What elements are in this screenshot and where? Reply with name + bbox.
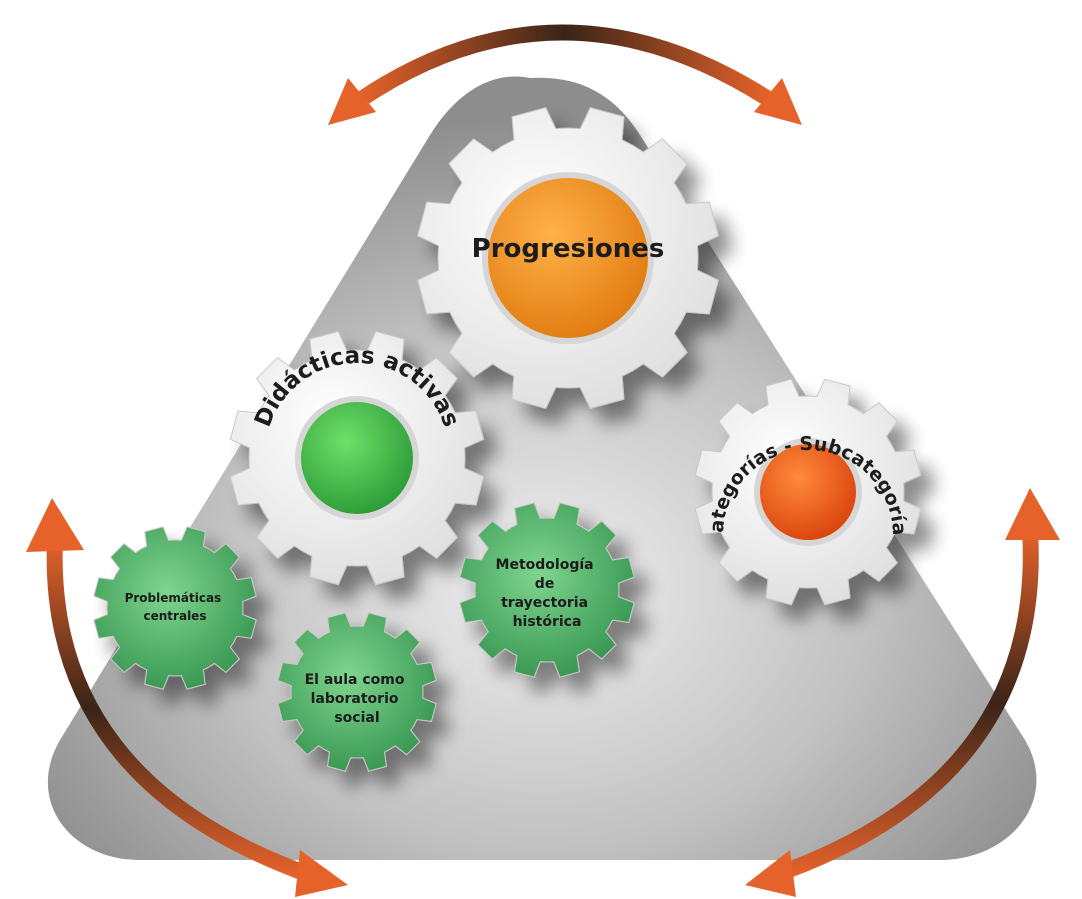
metodologia-label: Metodología de trayectoria histórica [496, 557, 599, 630]
gear-didacticas [229, 330, 485, 586]
gear-didacticas-hub [301, 402, 413, 514]
gears-layer [93, 107, 922, 772]
gear-aula [277, 612, 437, 772]
gear-problematicas-body [93, 526, 257, 690]
gear-progresiones [417, 107, 719, 409]
aula-label: El aula como laboratorio social [305, 672, 410, 726]
gear-problematicas [93, 526, 257, 690]
left-double-arrow [26, 498, 348, 897]
problematicas-label: Problemáticas centrales [125, 591, 226, 623]
progresiones-label: Progresiones [472, 234, 665, 264]
top-double-arrow [328, 24, 802, 125]
gear-progresiones-hub [488, 178, 648, 338]
gear-categorias-hub [760, 444, 856, 540]
gear-aula-body [277, 612, 437, 772]
gear-metodologia [459, 502, 635, 678]
gear-categorias [694, 378, 922, 606]
right-double-arrow [745, 488, 1060, 897]
gear-metodologia-body [459, 502, 635, 678]
